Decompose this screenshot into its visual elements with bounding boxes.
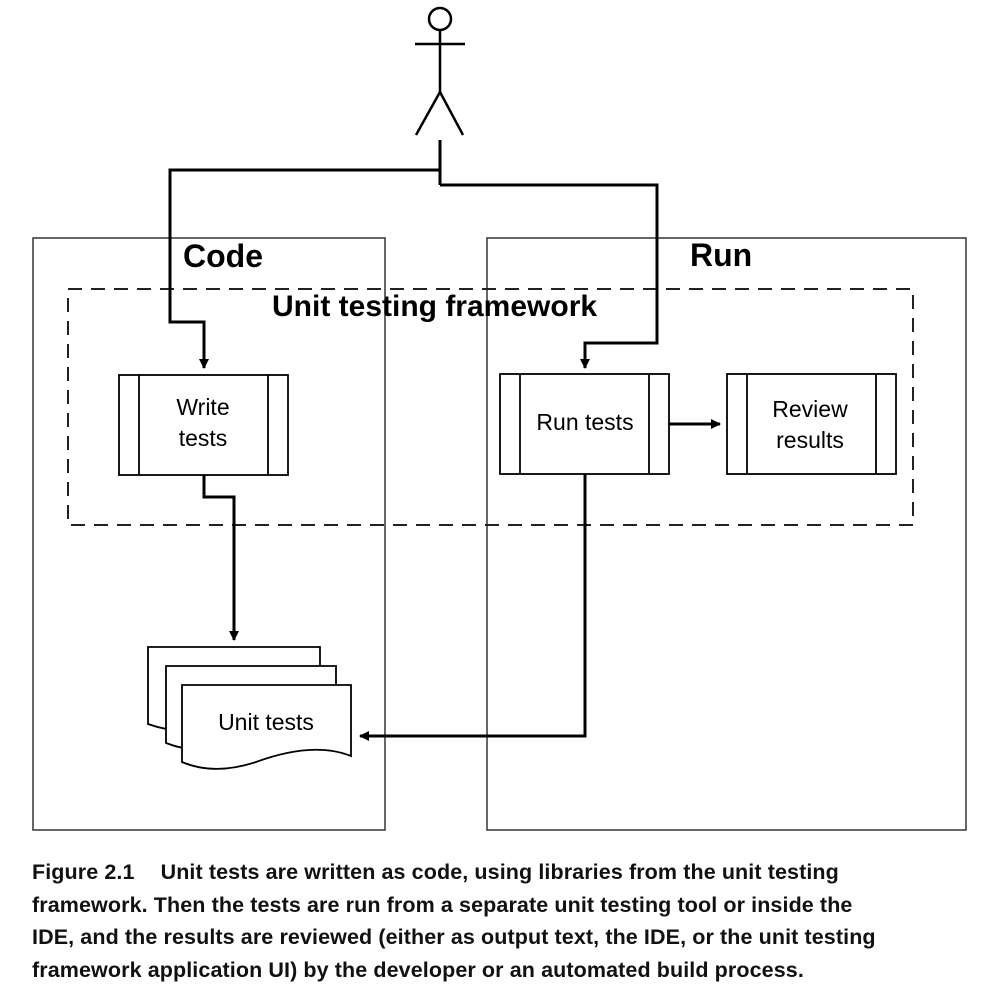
caption-line-2: framework. Then the tests are run from a… bbox=[32, 892, 853, 917]
unit-testing-diagram: Code Run Unit testing framework Write te… bbox=[32, 6, 967, 831]
actor-to-write-tests-arrow bbox=[168, 168, 440, 369]
code-section-title: Code bbox=[183, 238, 263, 274]
write-tests-process: Write tests bbox=[118, 374, 289, 476]
write-to-unit-tests-arrow bbox=[202, 475, 239, 641]
review-results-label-line1: Review bbox=[772, 396, 848, 422]
unit-tests-document-stack bbox=[147, 646, 352, 770]
review-results-process: Review results bbox=[726, 373, 897, 475]
run-section bbox=[486, 237, 967, 831]
run-tests-label: Run tests bbox=[536, 409, 633, 435]
write-tests-label-line2: tests bbox=[179, 425, 228, 451]
caption-line-3: IDE, and the results are reviewed (eithe… bbox=[32, 925, 876, 949]
caption-line-1-text: Unit tests are written as code, using li… bbox=[160, 860, 839, 884]
stick-figure-icon bbox=[414, 6, 465, 136]
run-tests-process: Run tests bbox=[499, 373, 670, 475]
review-results-label-line2: results bbox=[776, 427, 844, 453]
figure-caption: Figure 2.1 Unit tests are written as code… bbox=[32, 856, 972, 986]
code-section bbox=[32, 237, 386, 831]
actor-connectors bbox=[168, 140, 659, 369]
run-to-unit-tests-arrow bbox=[359, 474, 587, 741]
caption-line-4: framework application UI) by the develop… bbox=[32, 957, 804, 982]
framework-title: Unit testing framework bbox=[272, 290, 597, 323]
framework-boundary bbox=[67, 288, 914, 526]
caption-line-1: Figure 2.1 Unit tests are written as code… bbox=[32, 856, 972, 889]
run-section-title: Run bbox=[690, 237, 752, 273]
write-tests-label-line1: Write bbox=[176, 394, 229, 420]
figure-label: Figure 2.1 bbox=[32, 860, 135, 884]
actor-to-run-tests-arrow bbox=[440, 183, 659, 369]
unit-tests-document bbox=[181, 684, 352, 770]
unit-tests-label: Unit tests bbox=[218, 709, 314, 735]
